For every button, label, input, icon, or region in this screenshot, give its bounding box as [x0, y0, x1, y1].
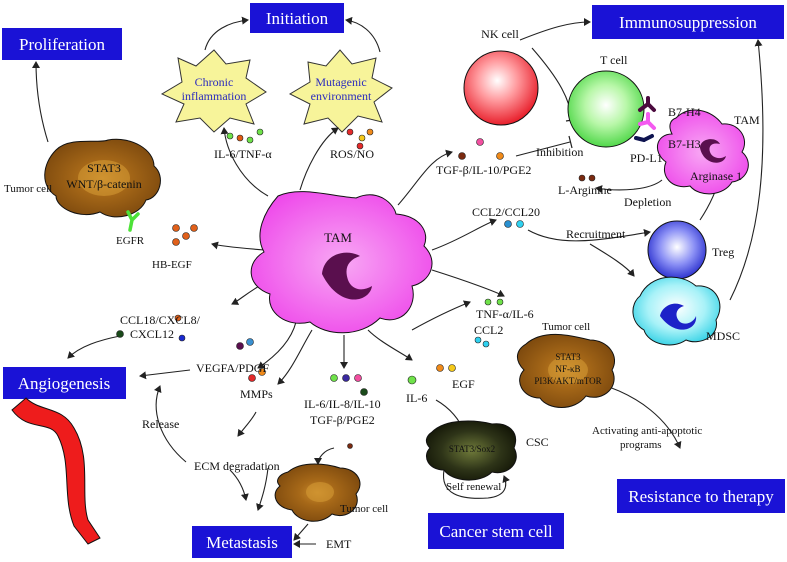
t-cell: T cell: [567, 53, 645, 148]
b7-receptors: B7-H4 B7-H3 PD-L1: [630, 96, 701, 165]
stat3sox2-label: STAT3/Sox2: [449, 444, 495, 454]
resistance-label: Resistance to therapy: [628, 487, 774, 506]
nk-cell-label: NK cell: [481, 27, 519, 41]
immunosuppression-label: Immunosuppression: [619, 13, 757, 32]
csc-label: CSC: [526, 435, 549, 449]
tnfa-il6-label: TNF-α/IL-6: [476, 307, 534, 321]
activating-line1-label: Activating anti-apoptotic: [592, 425, 702, 437]
tam-central-cell: TAM: [250, 191, 433, 334]
chronic-label: Chronic: [195, 75, 234, 89]
t-cell-label: T cell: [600, 53, 628, 67]
initiation-box: Initiation: [250, 3, 344, 33]
cancer-stem-cell-label: Cancer stem cell: [439, 522, 553, 541]
nk-cell: NK cell: [463, 27, 539, 126]
activating-line2-label: programs: [620, 439, 662, 451]
ccl18-line2-label: CXCL12: [130, 327, 174, 341]
tumor-cell-proliferation: STAT3 WNT/β-catenin Tumor cell EGFR: [4, 138, 161, 247]
il6-il8-line2-label: TGF-β/PGE2: [310, 413, 375, 427]
metastasis-box: Metastasis: [192, 526, 292, 558]
mdsc-cell: MDSC: [632, 276, 740, 346]
proliferation-box: Proliferation: [2, 28, 122, 60]
il6-tnfa-label: IL-6/TNF-α: [214, 147, 272, 161]
tumor-cell-resistance: STAT3 NF-κB PI3K/AKT/mTOR Tumor cell: [517, 321, 615, 408]
ccl18-line1-label: CCL18/CXCL8/: [120, 313, 201, 327]
tumor-cell-mid-label: Tumor cell: [542, 321, 590, 333]
larginine-label: L-Arginine: [558, 183, 612, 197]
depletion-label: Depletion: [624, 195, 671, 209]
b7h3-label: B7-H3: [668, 137, 701, 151]
pdl1-label: PD-L1: [630, 151, 663, 165]
tumor-cell-metastasis: Tumor cell: [274, 463, 388, 522]
wnt-label: WNT/β-catenin: [66, 177, 141, 191]
initiation-label: Initiation: [266, 9, 329, 28]
inflammation-label: inflammation: [182, 89, 247, 103]
tumor-cell-bottom-label: Tumor cell: [340, 503, 388, 515]
stat3-label: STAT3: [87, 161, 121, 175]
vegfa-pdgf-label: VEGFA/PDGF: [196, 361, 269, 375]
labels: IL-6/TNF-α ROS/NO TGF-β/IL-10/PGE2 Inhib…: [120, 145, 702, 551]
tumor-cell-left-label: Tumor cell: [4, 183, 52, 195]
resistance-box: Resistance to therapy: [617, 479, 785, 513]
cancer-stem-cell-box: Cancer stem cell: [428, 513, 564, 549]
immunosuppression-box: Immunosuppression: [592, 5, 784, 39]
tam-small-label: TAM: [734, 113, 760, 127]
egfr-label: EGFR: [116, 235, 145, 247]
il6-label: IL-6: [406, 391, 427, 405]
mdsc-label: MDSC: [706, 329, 740, 343]
arginase-label: Arginase 1: [690, 169, 742, 183]
angiogenesis-box: Angiogenesis: [3, 367, 126, 399]
chronic-inflammation-star: Chronic inflammation: [160, 49, 267, 133]
environment-label: environment: [311, 89, 372, 103]
pi3k-label: PI3K/AKT/mTOR: [534, 376, 601, 386]
blood-vessel: [11, 397, 101, 545]
stat3-b-label: STAT3: [555, 352, 581, 362]
self-renewal-label: Self renewal: [446, 481, 501, 493]
angiogenesis-label: Angiogenesis: [18, 374, 111, 393]
ccl2-ccl20-label: CCL2/CCL20: [472, 205, 540, 219]
mutagenic-environment-star: Mutagenic environment: [288, 49, 393, 133]
mmps-label: MMPs: [240, 387, 273, 401]
arrows: [32, 16, 764, 548]
ros-no-label: ROS/NO: [330, 147, 374, 161]
egf-label: EGF: [452, 377, 475, 391]
proliferation-label: Proliferation: [19, 35, 105, 54]
emt-label: EMT: [326, 537, 352, 551]
cytokine-dots: [116, 128, 596, 449]
tam-label: TAM: [324, 230, 352, 245]
il6-il8-line1-label: IL-6/IL-8/IL-10: [304, 397, 381, 411]
nfkb-label: NF-κB: [555, 364, 580, 374]
treg-cell: Treg: [647, 220, 734, 280]
hbegf-label: HB-EGF: [152, 259, 192, 271]
inhibition-label: Inhibition: [536, 145, 583, 159]
recruitment-label: Recruitment: [566, 227, 626, 241]
metastasis-label: Metastasis: [206, 533, 278, 552]
mutagenic-label: Mutagenic: [315, 75, 366, 89]
tgfb-il10-pge2-label: TGF-β/IL-10/PGE2: [436, 163, 531, 177]
treg-label: Treg: [712, 245, 734, 259]
release-label: Release: [142, 417, 179, 431]
ccl2-label: CCL2: [474, 323, 503, 337]
tam-small-cell: TAM Arginase 1: [657, 109, 760, 195]
ecm-label: ECM degradation: [194, 459, 280, 473]
b7h4-label: B7-H4: [668, 105, 701, 119]
csc-cell: STAT3/Sox2 CSC Self renewal: [425, 420, 549, 493]
